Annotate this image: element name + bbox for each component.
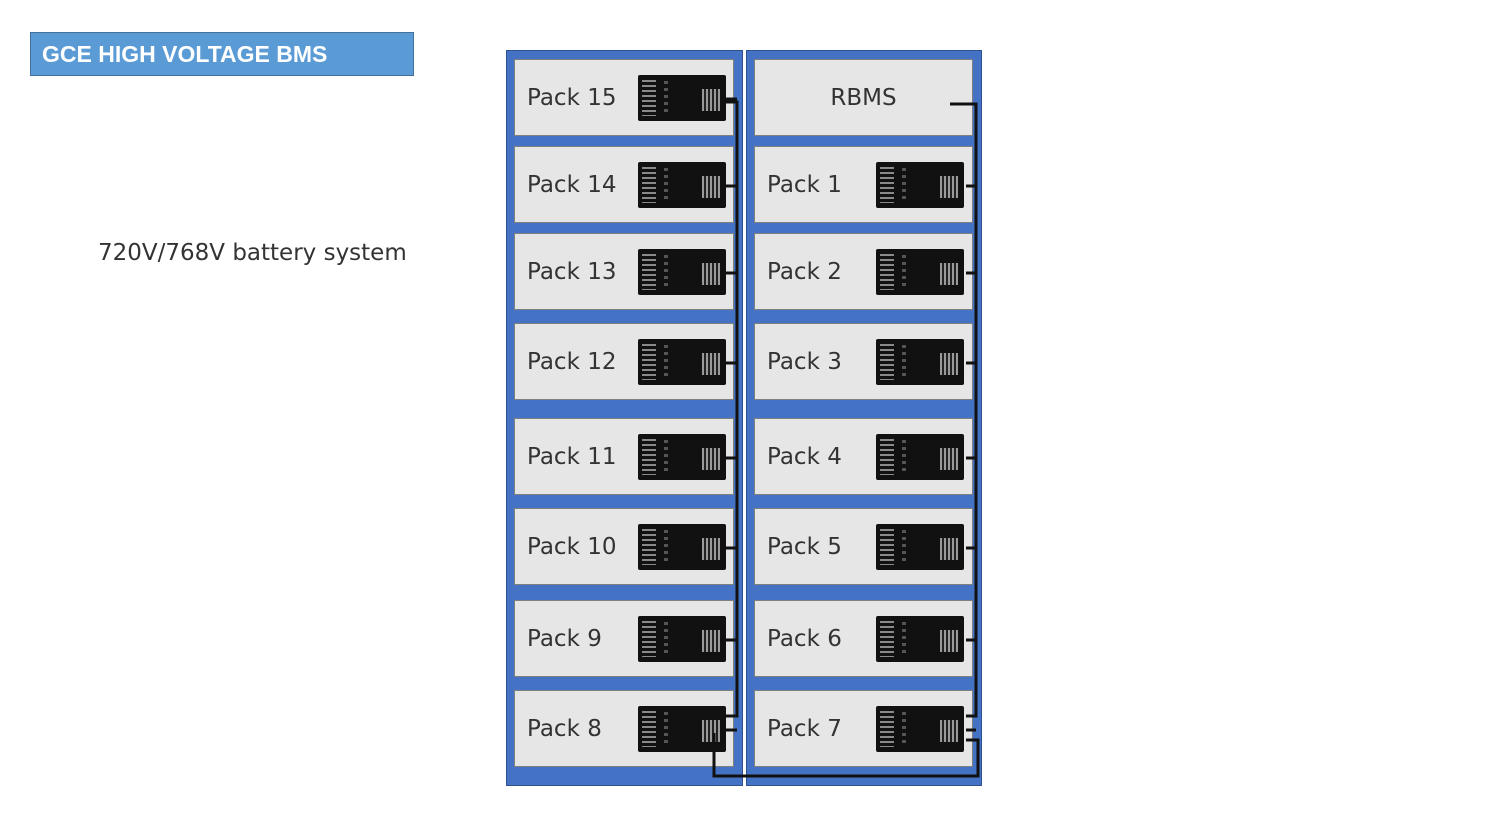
- battery-pack: Pack 11: [514, 418, 734, 495]
- bms-board-icon: [638, 75, 726, 121]
- bms-board-icon: [638, 706, 726, 752]
- battery-pack: Pack 1: [754, 146, 973, 223]
- battery-pack-label: Pack 6: [767, 625, 842, 652]
- rbms-label: RBMS: [830, 84, 897, 111]
- battery-pack-label: Pack 11: [527, 443, 617, 470]
- battery-pack-label: Pack 5: [767, 533, 842, 560]
- bms-board-icon: [638, 339, 726, 385]
- battery-pack: Pack 15: [514, 59, 734, 136]
- bms-board-icon: [638, 162, 726, 208]
- bms-board-icon: [876, 339, 964, 385]
- battery-pack: Pack 2: [754, 233, 973, 310]
- battery-pack-label: Pack 9: [527, 625, 602, 652]
- battery-pack-label: Pack 3: [767, 348, 842, 375]
- diagram-title: GCE HIGH VOLTAGE BMS: [42, 40, 328, 67]
- battery-pack: Pack 13: [514, 233, 734, 310]
- bms-board-icon: [876, 706, 964, 752]
- bms-board-icon: [876, 249, 964, 295]
- bms-board-icon: [876, 616, 964, 662]
- battery-pack: Pack 14: [514, 146, 734, 223]
- bms-board-icon: [638, 249, 726, 295]
- bms-board-icon: [876, 524, 964, 570]
- battery-pack-label: Pack 10: [527, 533, 617, 560]
- battery-pack-label: Pack 14: [527, 171, 617, 198]
- bms-board-icon: [876, 162, 964, 208]
- battery-pack-label: Pack 13: [527, 258, 617, 285]
- battery-pack: Pack 8: [514, 690, 734, 767]
- battery-pack: Pack 3: [754, 323, 973, 400]
- battery-pack-label: Pack 15: [527, 84, 617, 111]
- rbms-unit: RBMS: [754, 59, 973, 136]
- battery-pack-label: Pack 2: [767, 258, 842, 285]
- diagram-title-box: GCE HIGH VOLTAGE BMS: [30, 32, 414, 76]
- battery-pack: Pack 5: [754, 508, 973, 585]
- bms-board-icon: [638, 434, 726, 480]
- bms-board-icon: [876, 434, 964, 480]
- battery-pack: Pack 10: [514, 508, 734, 585]
- battery-pack: Pack 6: [754, 600, 973, 677]
- battery-pack-label: Pack 12: [527, 348, 617, 375]
- bms-board-icon: [638, 616, 726, 662]
- battery-pack-label: Pack 1: [767, 171, 842, 198]
- bms-board-icon: [638, 524, 726, 570]
- battery-pack: Pack 4: [754, 418, 973, 495]
- battery-pack: Pack 12: [514, 323, 734, 400]
- battery-pack-label: Pack 4: [767, 443, 842, 470]
- battery-pack: Pack 9: [514, 600, 734, 677]
- battery-pack-label: Pack 7: [767, 715, 842, 742]
- system-subtitle: 720V/768V battery system: [98, 240, 407, 266]
- battery-pack-label: Pack 8: [527, 715, 602, 742]
- battery-pack: Pack 7: [754, 690, 973, 767]
